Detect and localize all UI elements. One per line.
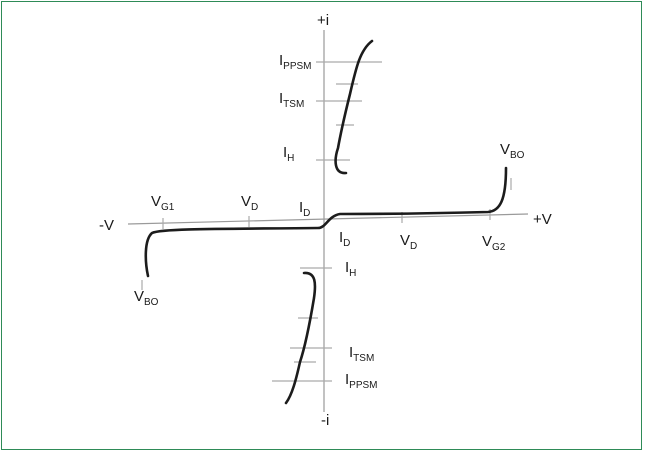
label-v-g1: VG1 xyxy=(151,193,175,213)
label-i-h-lower: IH xyxy=(345,259,356,279)
label-i-d-right: ID xyxy=(339,229,350,249)
label-i-ppsm-lower: IPPSM xyxy=(345,371,378,391)
label-pos-i: +i xyxy=(317,12,329,29)
label-neg-v: -V xyxy=(99,217,114,234)
label-v-g2: VG2 xyxy=(482,233,506,253)
main-iv-curve xyxy=(144,166,508,278)
label-i-d-left: ID xyxy=(299,199,310,219)
label-i-h-upper: IH xyxy=(283,144,294,164)
label-neg-i: -i xyxy=(321,412,329,429)
upper-curve xyxy=(334,39,374,175)
lower-curve xyxy=(284,271,317,405)
label-v-d-left: VD xyxy=(241,193,258,213)
label-v-d-right: VD xyxy=(400,232,417,252)
label-v-bo-left: VBO xyxy=(134,288,159,308)
label-i-tsm-lower: ITSM xyxy=(349,344,374,364)
label-i-tsm-upper: ITSM xyxy=(279,90,304,110)
label-pos-v: +V xyxy=(533,211,552,228)
label-v-bo-right: VBO xyxy=(500,141,525,161)
label-i-ppsm-upper: IPPSM xyxy=(279,52,312,72)
voltage-axis xyxy=(127,213,529,225)
